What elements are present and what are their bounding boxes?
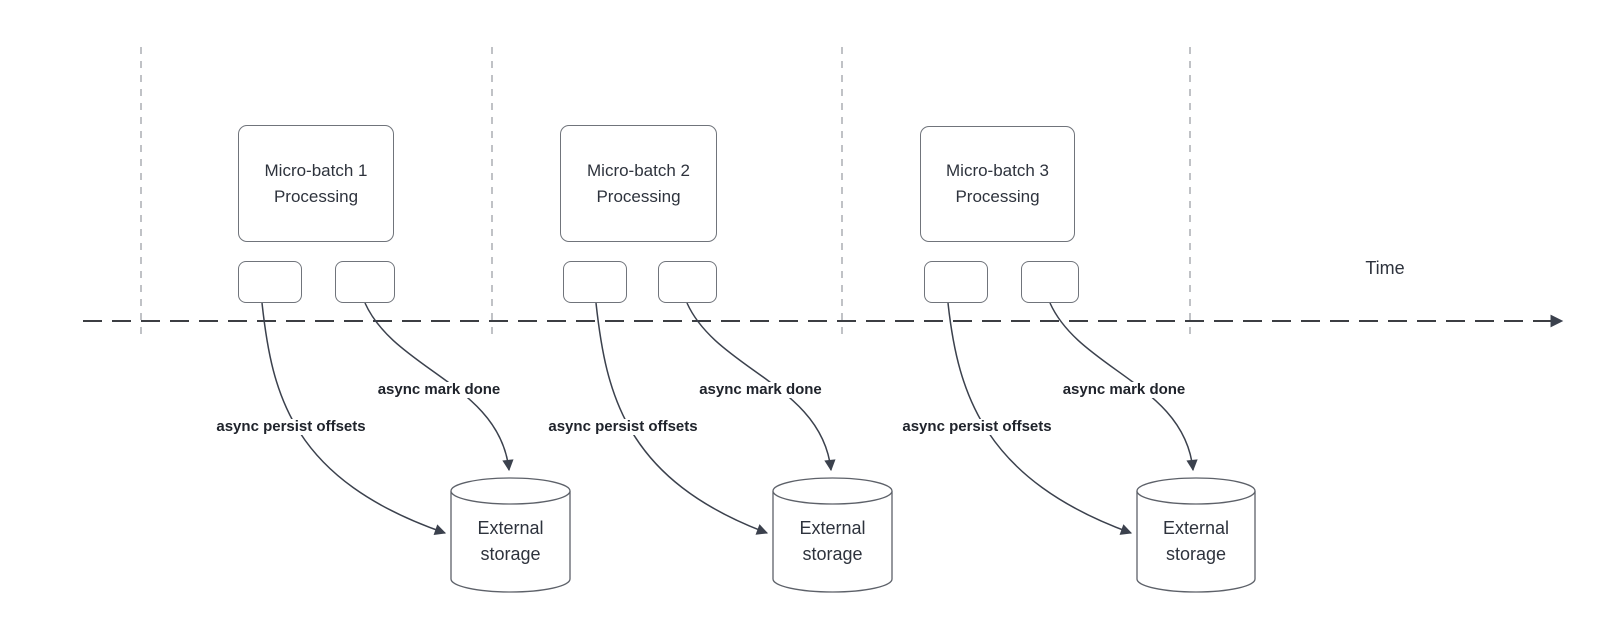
mark-done-arrow: [1049, 302, 1198, 472]
async-persist-offsets-label: async persist offsets: [890, 419, 1064, 435]
micro-batch-subtitle: Processing: [596, 186, 681, 206]
micro-batch-box: Micro-batch 3 Processing: [920, 126, 1075, 242]
micro-batch-title: Micro-batch 3: [946, 161, 1049, 180]
micro-batch-title: Micro-batch 1: [264, 160, 368, 180]
external-storage-cylinder: [450, 477, 571, 593]
micro-batch-box: Micro-batch 1 Processing: [238, 125, 394, 242]
mini-task-box: [1021, 261, 1079, 303]
mini-task-box: [335, 261, 395, 303]
time-label: Time: [1365, 258, 1405, 278]
external-storage-cylinder: [772, 477, 893, 593]
async-mark-done-label: async mark done: [689, 382, 832, 398]
async-persist-offsets-label: async persist offsets: [205, 419, 377, 435]
mini-task-box: [563, 261, 627, 303]
external-storage-label: External storage: [799, 518, 866, 564]
mini-task-box: [238, 261, 302, 303]
external-storage-label: External storage: [477, 518, 544, 564]
async-mark-done-label: async mark done: [1053, 382, 1195, 398]
mark-done-arrow: [364, 302, 514, 472]
external-storage-label: External storage: [1162, 518, 1230, 564]
async-persist-offsets-label: async persist offsets: [537, 419, 709, 435]
mini-task-box: [658, 261, 717, 303]
external-storage-cylinder: [1136, 477, 1256, 593]
micro-batch-box: Micro-batch 2 Processing: [560, 125, 717, 242]
micro-batch-title: Micro-batch 2: [587, 160, 690, 180]
mark-done-arrow: [686, 302, 836, 472]
mini-task-box: [924, 261, 988, 303]
async-mark-done-label: async mark done: [368, 382, 510, 398]
micro-batch-subtitle: Processing: [955, 187, 1040, 206]
micro-batch-subtitle: Processing: [273, 186, 359, 206]
